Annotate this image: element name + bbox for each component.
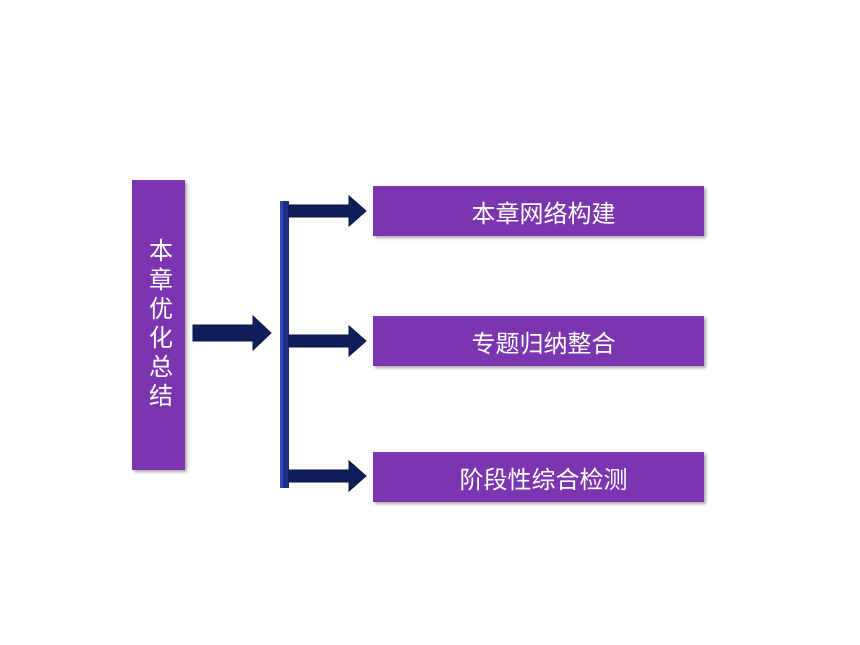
branch-node-topic-summary[interactable]: 专题归纳整合 (373, 316, 704, 366)
branch-arrow-1 (288, 194, 367, 228)
branch-node-label: 专题归纳整合 (471, 329, 616, 358)
branch-node-label: 本章网络构建 (471, 199, 616, 228)
branch-node-label: 阶段性综合检测 (459, 465, 628, 494)
root-node-box[interactable]: 本章优化总结 (132, 180, 185, 470)
bracket-bar (280, 201, 289, 488)
branch-arrow-3 (288, 459, 367, 493)
root-node-label: 本章优化总结 (144, 238, 173, 412)
root-arrow (192, 314, 272, 352)
branch-node-network-construction[interactable]: 本章网络构建 (373, 186, 704, 236)
branch-node-stage-test[interactable]: 阶段性综合检测 (373, 452, 704, 502)
branch-arrow-2 (288, 324, 367, 358)
bracket-bar-highlight (280, 201, 283, 488)
